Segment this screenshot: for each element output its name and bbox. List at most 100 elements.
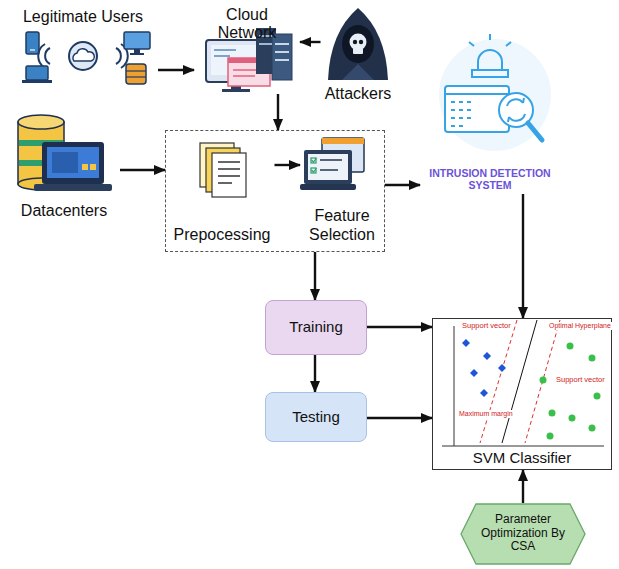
- feature-selection-icon: [304, 150, 352, 184]
- process-box: Training: [265, 300, 367, 355]
- svm-plot: [589, 355, 596, 362]
- plot-annotation: Optimal Hyperplane: [548, 322, 612, 330]
- svm-plot: [540, 343, 601, 440]
- feature-selection-icon: [308, 154, 348, 180]
- flow-arrow: [522, 194, 524, 318]
- process-step: Feature Selection: [300, 137, 384, 247]
- node-label: Parameter Optimization By CSA: [478, 513, 568, 554]
- flow-arrow: [367, 326, 432, 328]
- datacenter-icon: [18, 115, 112, 191]
- cloud-network-icon: [222, 89, 250, 92]
- attacker-icon-group: Attackers: [321, 2, 396, 106]
- users-icon: [124, 32, 150, 49]
- feature-selection-icon: [300, 184, 356, 190]
- datacenter-icon: [82, 164, 88, 170]
- svm-plot: [567, 343, 574, 350]
- cloud-network-icon: [259, 43, 272, 45]
- users-icon: [26, 66, 48, 80]
- attacker-icon: [342, 25, 374, 63]
- process-step: Prepocessing: [170, 137, 275, 247]
- user-icon-group: Legitimate Users: [8, 6, 158, 86]
- documents-icon: [218, 161, 240, 163]
- flow-arrow: [314, 355, 316, 392]
- svm-plot: [442, 446, 604, 447]
- datacenter-icon: [18, 115, 64, 129]
- documents-icon: [212, 153, 246, 197]
- flow-arrow: [275, 164, 301, 166]
- cloud-network-icon: [275, 43, 289, 45]
- flow-arrow: [367, 417, 432, 419]
- ids-icon: [469, 34, 511, 46]
- flow-arrow: [120, 169, 165, 171]
- users-icon: [30, 49, 35, 50]
- users-icon: [73, 49, 94, 61]
- users-icon: [38, 44, 50, 68]
- svm-plot: [525, 320, 560, 443]
- datacenter-icon: [90, 164, 96, 170]
- ids-icon: [508, 98, 524, 122]
- plot-annotation: Maximum margin: [458, 410, 514, 418]
- flow-arrow: [300, 41, 321, 43]
- node-label: Cloud Network: [196, 6, 298, 43]
- attacker-icon: [350, 34, 367, 51]
- feature-selection-icon: [320, 169, 338, 171]
- svm-plot: [540, 377, 547, 384]
- users-icon: [134, 49, 140, 53]
- feature-selection-icon: [320, 159, 342, 161]
- attacker-icon: [353, 40, 357, 44]
- ids-icon: [528, 123, 542, 140]
- pipeline-group: PrepocessingFeature Selection: [165, 130, 385, 252]
- ids-icon-group: INTRUSION DETECTION SYSTEM: [420, 28, 560, 194]
- users-icon: [130, 53, 144, 55]
- documents-icon: [218, 168, 240, 170]
- documents-icon: [218, 182, 232, 184]
- flow-arrow: [314, 252, 316, 300]
- flow-arrow: [522, 470, 524, 503]
- feature-selection-icon: [322, 138, 364, 144]
- attacker-icon: [359, 40, 363, 44]
- cloud-network-icon: [275, 59, 289, 61]
- users-icon: [126, 76, 146, 77]
- node-label: Feature Selection: [302, 207, 382, 244]
- svm-plot: [502, 320, 537, 443]
- documents-icon: [200, 143, 246, 197]
- feature-selection-icon: [312, 158, 317, 172]
- cloud-network-icon: [214, 49, 236, 51]
- svm-plot: [454, 326, 455, 446]
- node-label: Training: [289, 318, 343, 335]
- attacker-icon: [353, 48, 363, 54]
- users-icon: [22, 32, 150, 84]
- node-label: INTRUSION DETECTION SYSTEM: [426, 167, 554, 191]
- svm-plot: [549, 410, 556, 417]
- classifier-box: SVM Classifier: [432, 318, 612, 470]
- cloud-network-icon: [233, 75, 255, 77]
- users-icon: [126, 64, 146, 84]
- ids-icon: [445, 93, 509, 95]
- node-label: Legitimate Users: [23, 8, 143, 26]
- ids-icon: [472, 70, 508, 77]
- attacker-icon: [342, 64, 374, 80]
- svm-plot: [594, 393, 601, 400]
- datacenter-icon: [42, 142, 104, 184]
- node-label: Testing: [292, 408, 340, 425]
- flow-arrow: [385, 184, 420, 186]
- ids-icon: [451, 102, 471, 126]
- datacenter-icon: [34, 184, 112, 191]
- datacenter-icon-group: Datacenters: [8, 115, 120, 223]
- users-icon: [22, 80, 52, 83]
- plot-annotation: Support vector: [462, 322, 511, 330]
- users-icon: [126, 70, 146, 71]
- plot-annotation: Support vector: [556, 376, 605, 384]
- cloud-icon-group: Cloud Network: [194, 4, 300, 94]
- svm-plot: [589, 425, 596, 432]
- ids-icon: [439, 34, 551, 151]
- attacker-icon: [328, 8, 388, 80]
- node-label: Attackers: [325, 85, 392, 103]
- attacker-icon: [328, 8, 388, 80]
- flow-arrow: [277, 94, 279, 130]
- svm-plot: [480, 320, 517, 443]
- users-icon: [26, 32, 39, 54]
- users-icon: [69, 42, 97, 70]
- node-label: SVM Classifier: [473, 449, 571, 466]
